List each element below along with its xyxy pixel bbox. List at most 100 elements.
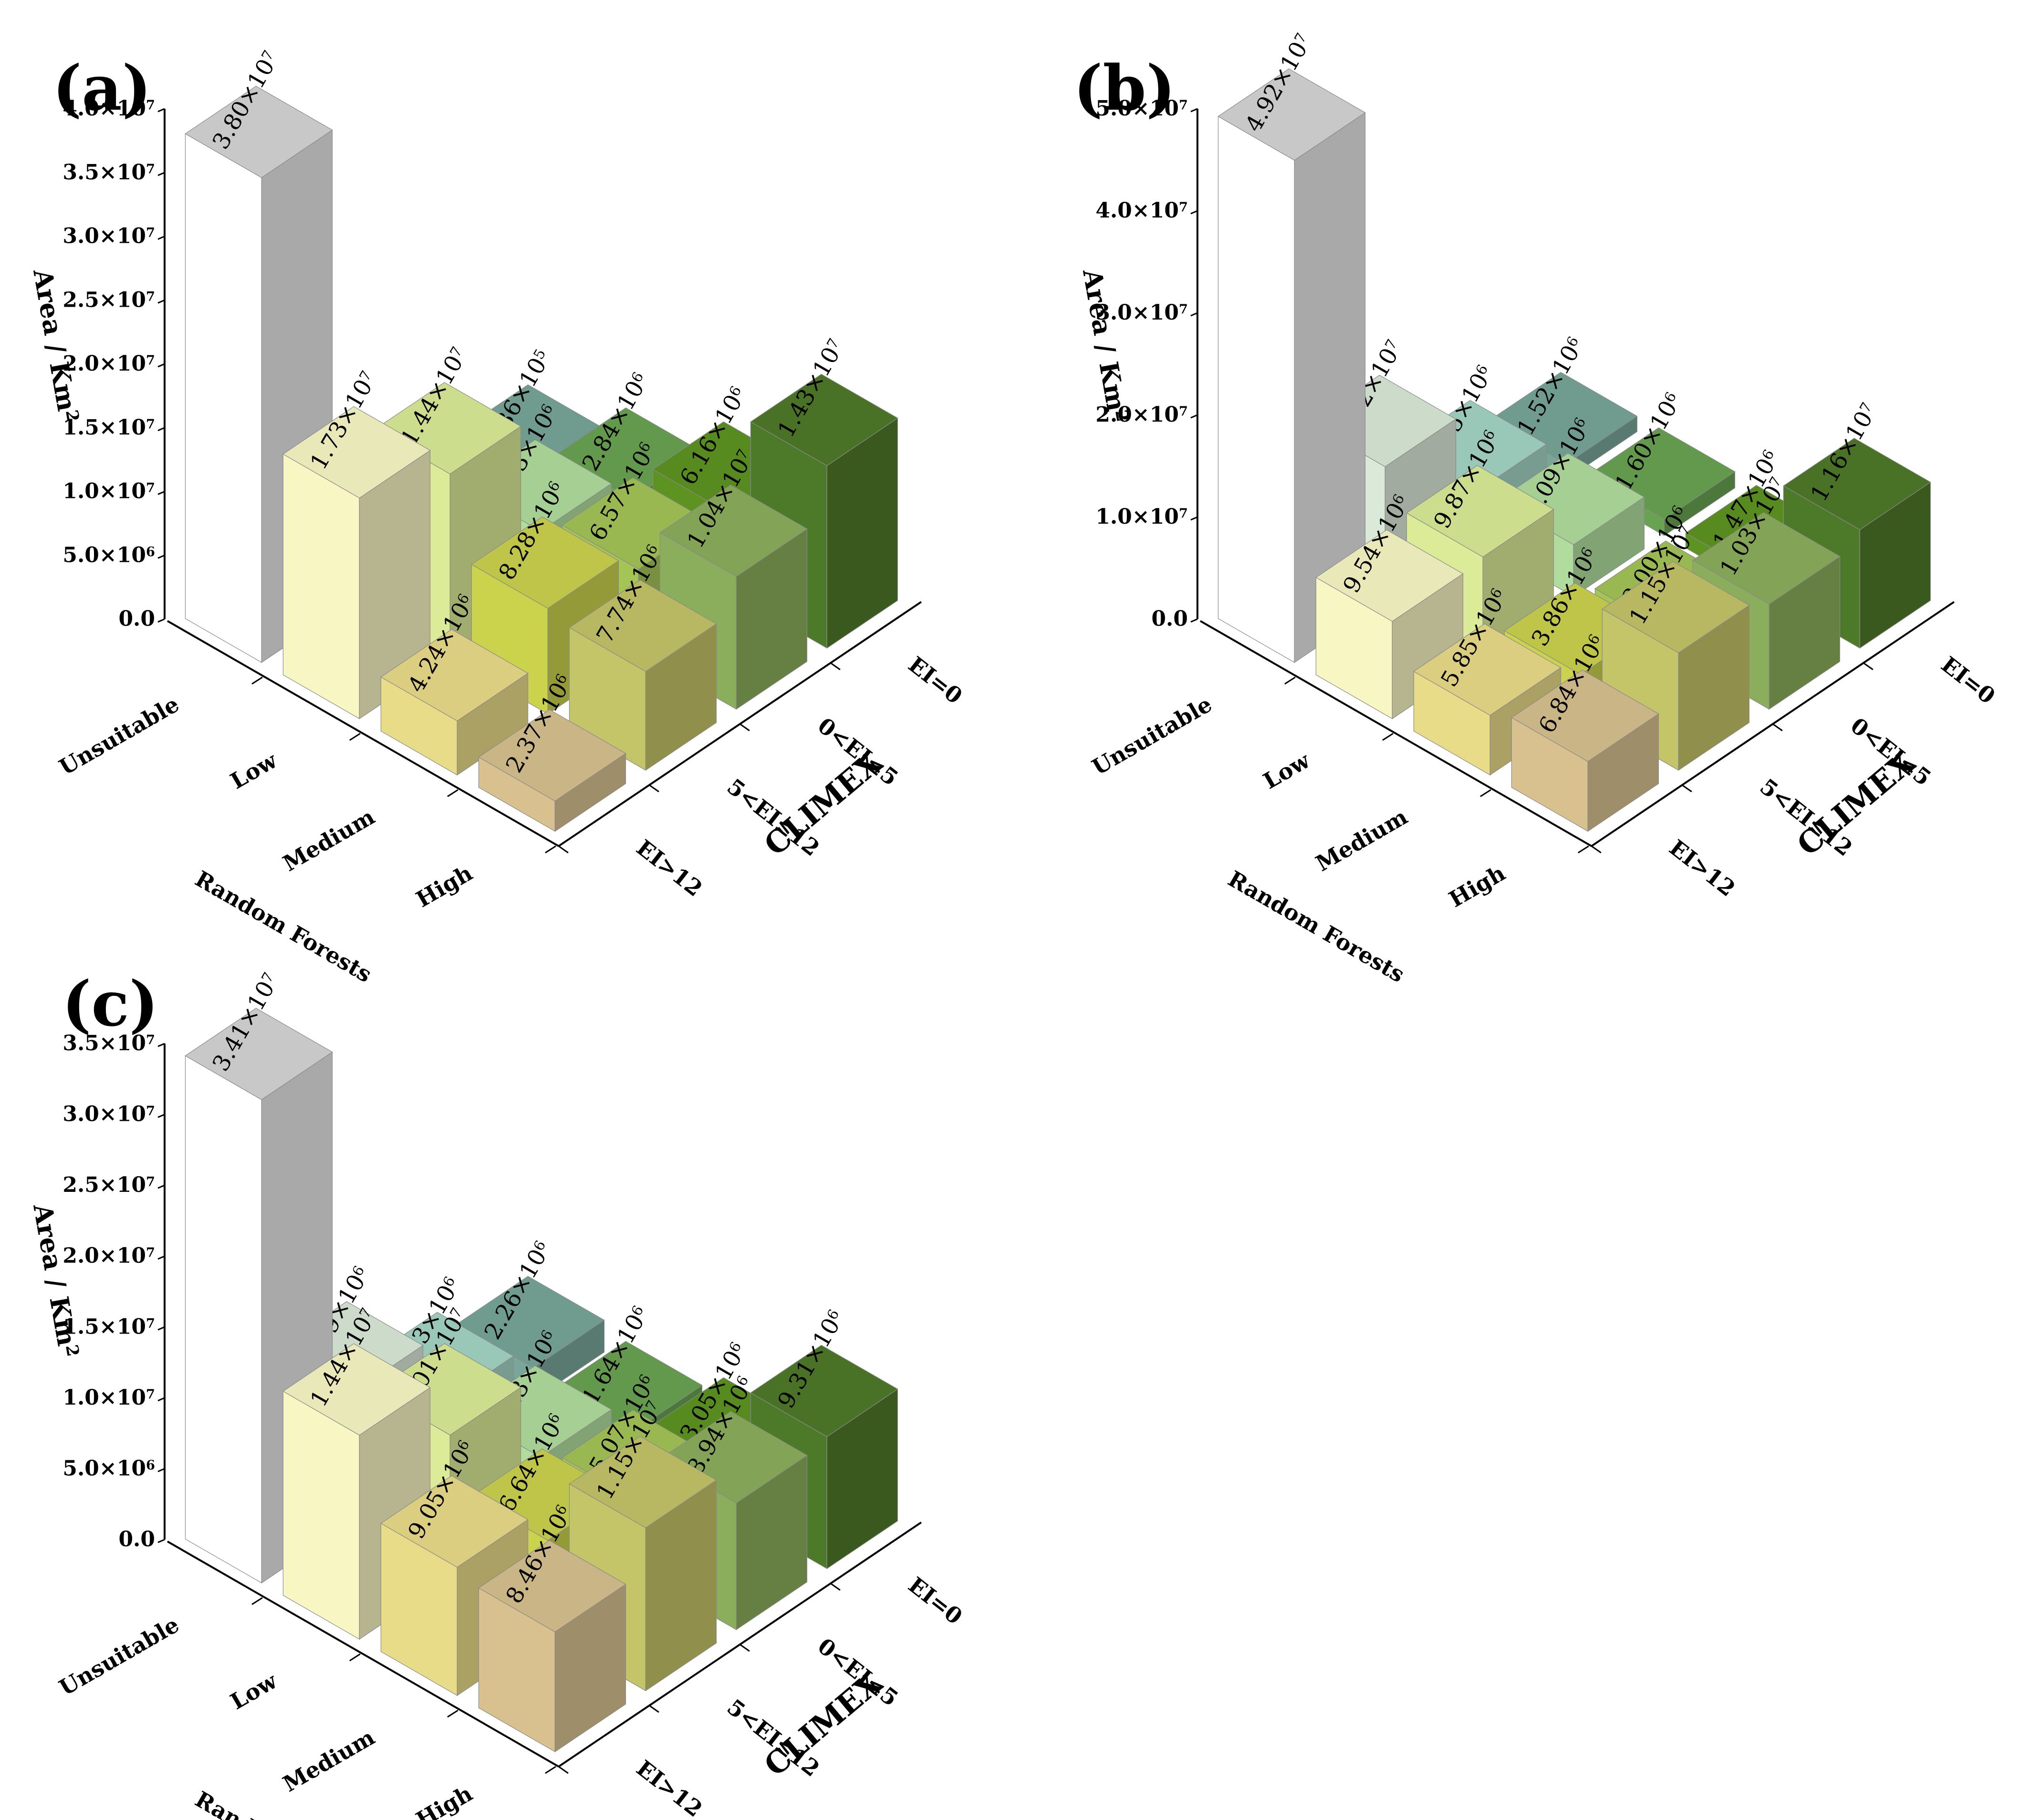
bar-top bbox=[478, 709, 626, 802]
bar-top bbox=[380, 629, 529, 722]
bar-face bbox=[185, 1055, 262, 1583]
bar-top bbox=[1315, 529, 1464, 622]
z-tick-label: 5.0×106 bbox=[62, 1456, 155, 1480]
panel-label: (c) bbox=[62, 967, 158, 1040]
bar-top bbox=[1406, 465, 1554, 558]
z-tick-label: 0.0 bbox=[118, 607, 155, 631]
z-tick-label: 1.0×107 bbox=[62, 479, 155, 504]
z-tick-label: 3.0×107 bbox=[1095, 300, 1188, 325]
bar-top bbox=[569, 1436, 717, 1528]
y-tick bbox=[1772, 723, 1783, 732]
z-tick-label: 0.0 bbox=[118, 1527, 155, 1551]
y-tick bbox=[1682, 784, 1692, 793]
bar-top bbox=[1413, 623, 1561, 716]
z-tick bbox=[157, 1255, 165, 1260]
bar: 6.84×106 bbox=[1511, 631, 1659, 832]
y-tick bbox=[830, 662, 841, 671]
bar: 8.46×106 bbox=[478, 1502, 626, 1753]
y-tick bbox=[830, 1582, 841, 1591]
z-tick-label: 1.5×107 bbox=[62, 1314, 155, 1339]
bar: 4.92×107 bbox=[1217, 30, 1366, 663]
x-category-label: Medium bbox=[279, 804, 379, 877]
bar-top bbox=[1692, 512, 1841, 605]
y-tick bbox=[1591, 845, 1602, 854]
z-tick bbox=[157, 1114, 165, 1118]
bar-top bbox=[185, 85, 333, 178]
x-tick bbox=[1578, 845, 1589, 854]
z-tick bbox=[157, 1326, 165, 1331]
z-tick-label: 2.0×107 bbox=[62, 1244, 155, 1268]
z-tick-label: 2.5×107 bbox=[62, 288, 155, 312]
bar-face bbox=[282, 454, 360, 719]
z-tick-label: 3.5×107 bbox=[62, 1031, 155, 1055]
z-tick-label: 5.0×106 bbox=[62, 543, 155, 567]
z-tick bbox=[1190, 618, 1198, 623]
x-category-label: Low bbox=[1259, 747, 1315, 794]
z-tick bbox=[157, 427, 165, 432]
x-category-label: Medium bbox=[1311, 804, 1412, 877]
z-tick bbox=[157, 299, 165, 304]
z-tick-label: 3.0×107 bbox=[62, 1102, 155, 1127]
x-category-label: Medium bbox=[279, 1724, 379, 1797]
z-tick-label: 1.5×107 bbox=[62, 415, 155, 440]
x-axis-line bbox=[167, 1541, 559, 1768]
x-category-label: High bbox=[412, 1780, 477, 1820]
y-category-label: EI=0 bbox=[1936, 651, 2000, 709]
x-tick bbox=[545, 1766, 556, 1774]
bar: 2.37×106 bbox=[478, 671, 626, 832]
z-tick-label: 4.0×107 bbox=[1095, 198, 1188, 223]
bar-face bbox=[185, 133, 262, 663]
z-tick bbox=[157, 108, 165, 113]
z-tick-label: 2.5×107 bbox=[62, 1173, 155, 1197]
panel-c: (c)0.05.0×1061.0×1071.5×1072.0×1072.5×10… bbox=[27, 967, 967, 1820]
z-axis-title: Area / Km2 bbox=[27, 1201, 84, 1360]
bar-top bbox=[659, 485, 808, 577]
x-axis-line bbox=[167, 620, 559, 847]
x-category-label: High bbox=[412, 860, 477, 912]
x-axis-title: Random Forests bbox=[191, 866, 376, 987]
z-tick bbox=[157, 236, 165, 240]
z-tick bbox=[1190, 108, 1198, 113]
bar-top bbox=[750, 373, 898, 466]
z-tick-label: 2.0×107 bbox=[62, 352, 155, 376]
y-tick bbox=[1863, 662, 1873, 671]
z-tick-label: 2.0×107 bbox=[1095, 403, 1188, 427]
bar-top bbox=[569, 579, 717, 672]
z-tick bbox=[157, 363, 165, 368]
y-tick bbox=[739, 1644, 750, 1652]
bar-top bbox=[1217, 68, 1366, 161]
y-tick bbox=[649, 1705, 659, 1713]
bar-top bbox=[1511, 669, 1659, 762]
bar-top bbox=[471, 516, 619, 609]
y-category-label: EI>12 bbox=[632, 1755, 707, 1820]
z-tick-label: 3.5×107 bbox=[62, 160, 155, 185]
y-tick bbox=[649, 784, 659, 793]
bar-top bbox=[1602, 561, 1750, 653]
z-tick bbox=[157, 554, 165, 559]
z-tick-label: 3.0×107 bbox=[62, 224, 155, 248]
x-category-label: Low bbox=[226, 747, 282, 794]
x-tick bbox=[251, 676, 263, 685]
z-tick bbox=[1190, 312, 1198, 317]
panel-b: (b)0.01.0×1072.0×1073.0×1074.0×1075.0×10… bbox=[1073, 30, 2000, 987]
z-tick bbox=[157, 491, 165, 495]
panel-label: (a) bbox=[52, 52, 151, 124]
x-axis-title: Random Forests bbox=[191, 1786, 376, 1820]
x-category-label: High bbox=[1445, 860, 1510, 912]
z-tick-label: 1.0×107 bbox=[1095, 505, 1188, 529]
x-category-label: Unsuitable bbox=[55, 1612, 184, 1701]
x-axis-title: Random Forests bbox=[1224, 866, 1409, 987]
bar: 5.09×106 bbox=[1497, 414, 1645, 598]
x-tick bbox=[1382, 733, 1394, 741]
x-category-label: Low bbox=[226, 1667, 282, 1715]
x-tick bbox=[545, 845, 556, 854]
bar-top bbox=[478, 1540, 626, 1633]
x-tick bbox=[1480, 789, 1491, 797]
panel-label: (b) bbox=[1073, 52, 1175, 124]
z-tick-label: 5.0×107 bbox=[1095, 96, 1188, 121]
bar: 9.31×106 bbox=[750, 1306, 898, 1570]
bar-top bbox=[282, 1343, 431, 1436]
y-category-label: EI>12 bbox=[1664, 835, 1740, 902]
x-category-label: Unsuitable bbox=[1088, 691, 1217, 780]
